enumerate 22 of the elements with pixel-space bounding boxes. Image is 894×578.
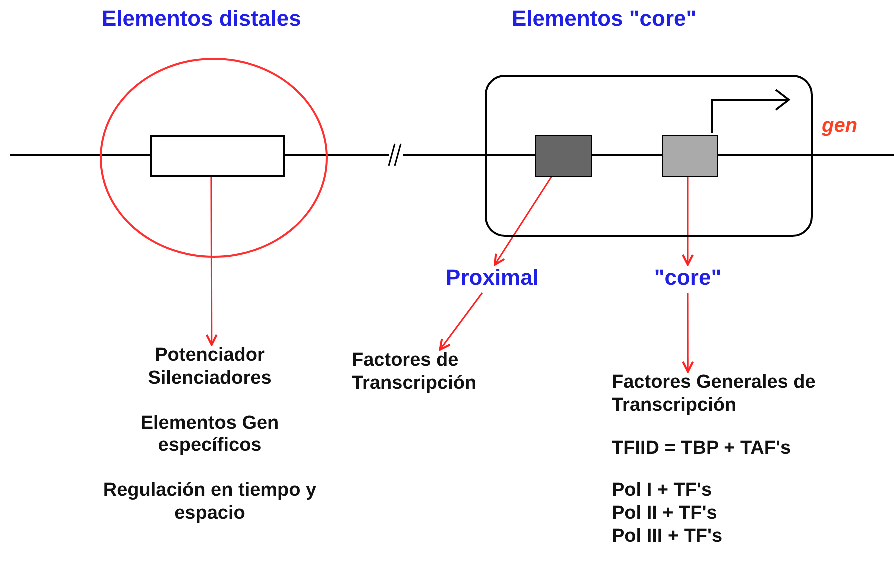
proximal-element-box	[535, 135, 592, 177]
core-label: "core"	[654, 265, 722, 292]
distal-element-box	[150, 135, 285, 177]
transcription-factors-text: Factores de Transcripción	[352, 350, 478, 396]
heading: Elementos "core"	[512, 6, 697, 32]
arrow	[682, 175, 694, 266]
distal-factors-text-line: Potenciador Silenciadores	[147, 345, 273, 391]
arrow	[439, 292, 484, 351]
arrow	[494, 174, 554, 266]
general-factors-text-line: Pol I + TF's Pol II + TF's Pol III + TF's	[612, 480, 724, 549]
enhancer-circle	[100, 58, 328, 258]
distal-factors-text-line: Regulación en tiempo y espacio	[102, 480, 318, 526]
arrow	[682, 293, 694, 373]
distal-factors-text-line: Elementos Gen específicos	[140, 412, 280, 458]
arrow	[206, 175, 218, 346]
general-factors-text-line: TFIID = TBP + TAF's	[612, 438, 792, 460]
gene-label: gen	[822, 114, 858, 138]
core-promoter-box	[662, 135, 718, 177]
core-region-box	[485, 75, 813, 237]
general-factors-text-line: Factores Generales de Transcripción	[612, 372, 817, 418]
proximal-label: Proximal	[446, 265, 539, 292]
heading: Elementos distales	[102, 6, 302, 32]
